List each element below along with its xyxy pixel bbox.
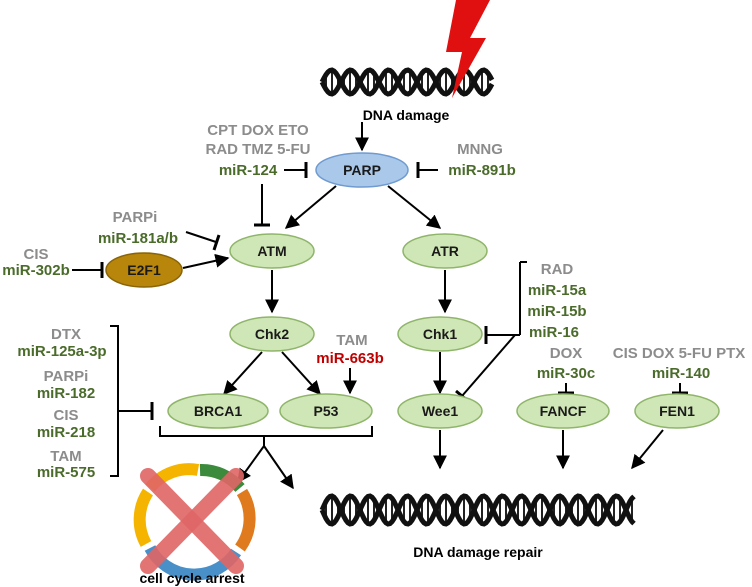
parp-left-drugs-2: RAD TMZ 5-FU: [206, 141, 311, 158]
chk1-mirna-1: miR-15a: [528, 282, 587, 299]
node-chk1: [397, 316, 483, 352]
fancf-drug: DOX: [550, 345, 583, 362]
p53-mirna: miR-663b: [316, 350, 384, 367]
parp-left-drugs-1: CPT DOX ETO: [207, 122, 309, 139]
bracket-mirna-1: miR-125a-3p: [17, 343, 106, 360]
atm-drug: PARPi: [113, 209, 158, 226]
node-chk2: [229, 316, 315, 352]
node-e2f1: [105, 252, 183, 288]
bracket-drug-1: DTX: [51, 326, 81, 343]
bracket-mirna-3: miR-218: [37, 424, 95, 441]
bracket-mirna-4: miR-575: [37, 464, 95, 481]
node-fancf: [516, 393, 610, 429]
parp-right-mirna: miR-891b: [448, 162, 516, 179]
node-atr-label: ATR: [431, 243, 459, 259]
e2f1-mirna: miR-302b: [2, 262, 70, 279]
node-fancf-label: FANCF: [540, 403, 587, 419]
node-wee1: [397, 393, 483, 429]
e2f1-drug: CIS: [23, 246, 48, 263]
node-atr: [402, 233, 488, 269]
fancf-mirna: miR-30c: [537, 365, 595, 382]
bracket-drug-3: CIS: [53, 407, 78, 424]
node-p53: [279, 393, 373, 429]
chk1-mirna-2: miR-15b: [527, 303, 586, 320]
node-atm-label: ATM: [257, 243, 286, 259]
node-parp-label: PARP: [343, 162, 381, 178]
dna-helix-icon: [319, 67, 495, 97]
cell-cycle-arrest-label: cell cycle arrest: [139, 570, 244, 586]
node-e2f1-label: E2F1: [127, 262, 161, 278]
p53-drug: TAM: [336, 332, 367, 349]
bracket-drug-4: TAM: [50, 448, 81, 465]
fen1-mirna: miR-140: [652, 365, 710, 382]
node-brca1: [167, 393, 269, 429]
fen1-drugs: CIS DOX 5-FU PTX: [613, 345, 746, 362]
bracket-mirna-2: miR-182: [37, 385, 95, 402]
node-fen1-label: FEN1: [659, 403, 695, 419]
parp-left-mirna: miR-124: [219, 162, 278, 179]
node-parp: [315, 152, 409, 188]
node-wee1-label: Wee1: [422, 403, 459, 419]
node-chk1-label: Chk1: [423, 326, 457, 342]
red-x-icon: [140, 468, 244, 574]
node-fen1: [634, 393, 720, 429]
atm-mirna: miR-181a/b: [98, 230, 178, 247]
bracket-drug-2: PARPi: [44, 368, 89, 385]
chk1-drug: RAD: [541, 261, 574, 278]
node-atm: [229, 233, 315, 269]
dna-damage-repair-label: DNA damage repair: [413, 544, 543, 560]
chk1-mirna-3: miR-16: [529, 324, 579, 341]
node-p53-label: P53: [314, 403, 339, 419]
node-brca1-label: BRCA1: [194, 403, 242, 419]
node-chk2-label: Chk2: [255, 326, 289, 342]
dna-helix-icon: [319, 493, 636, 527]
parp-right-drug: MNNG: [457, 141, 503, 158]
lightning-bolt-icon: [446, 0, 490, 98]
dna-damage-label: DNA damage: [363, 107, 450, 123]
